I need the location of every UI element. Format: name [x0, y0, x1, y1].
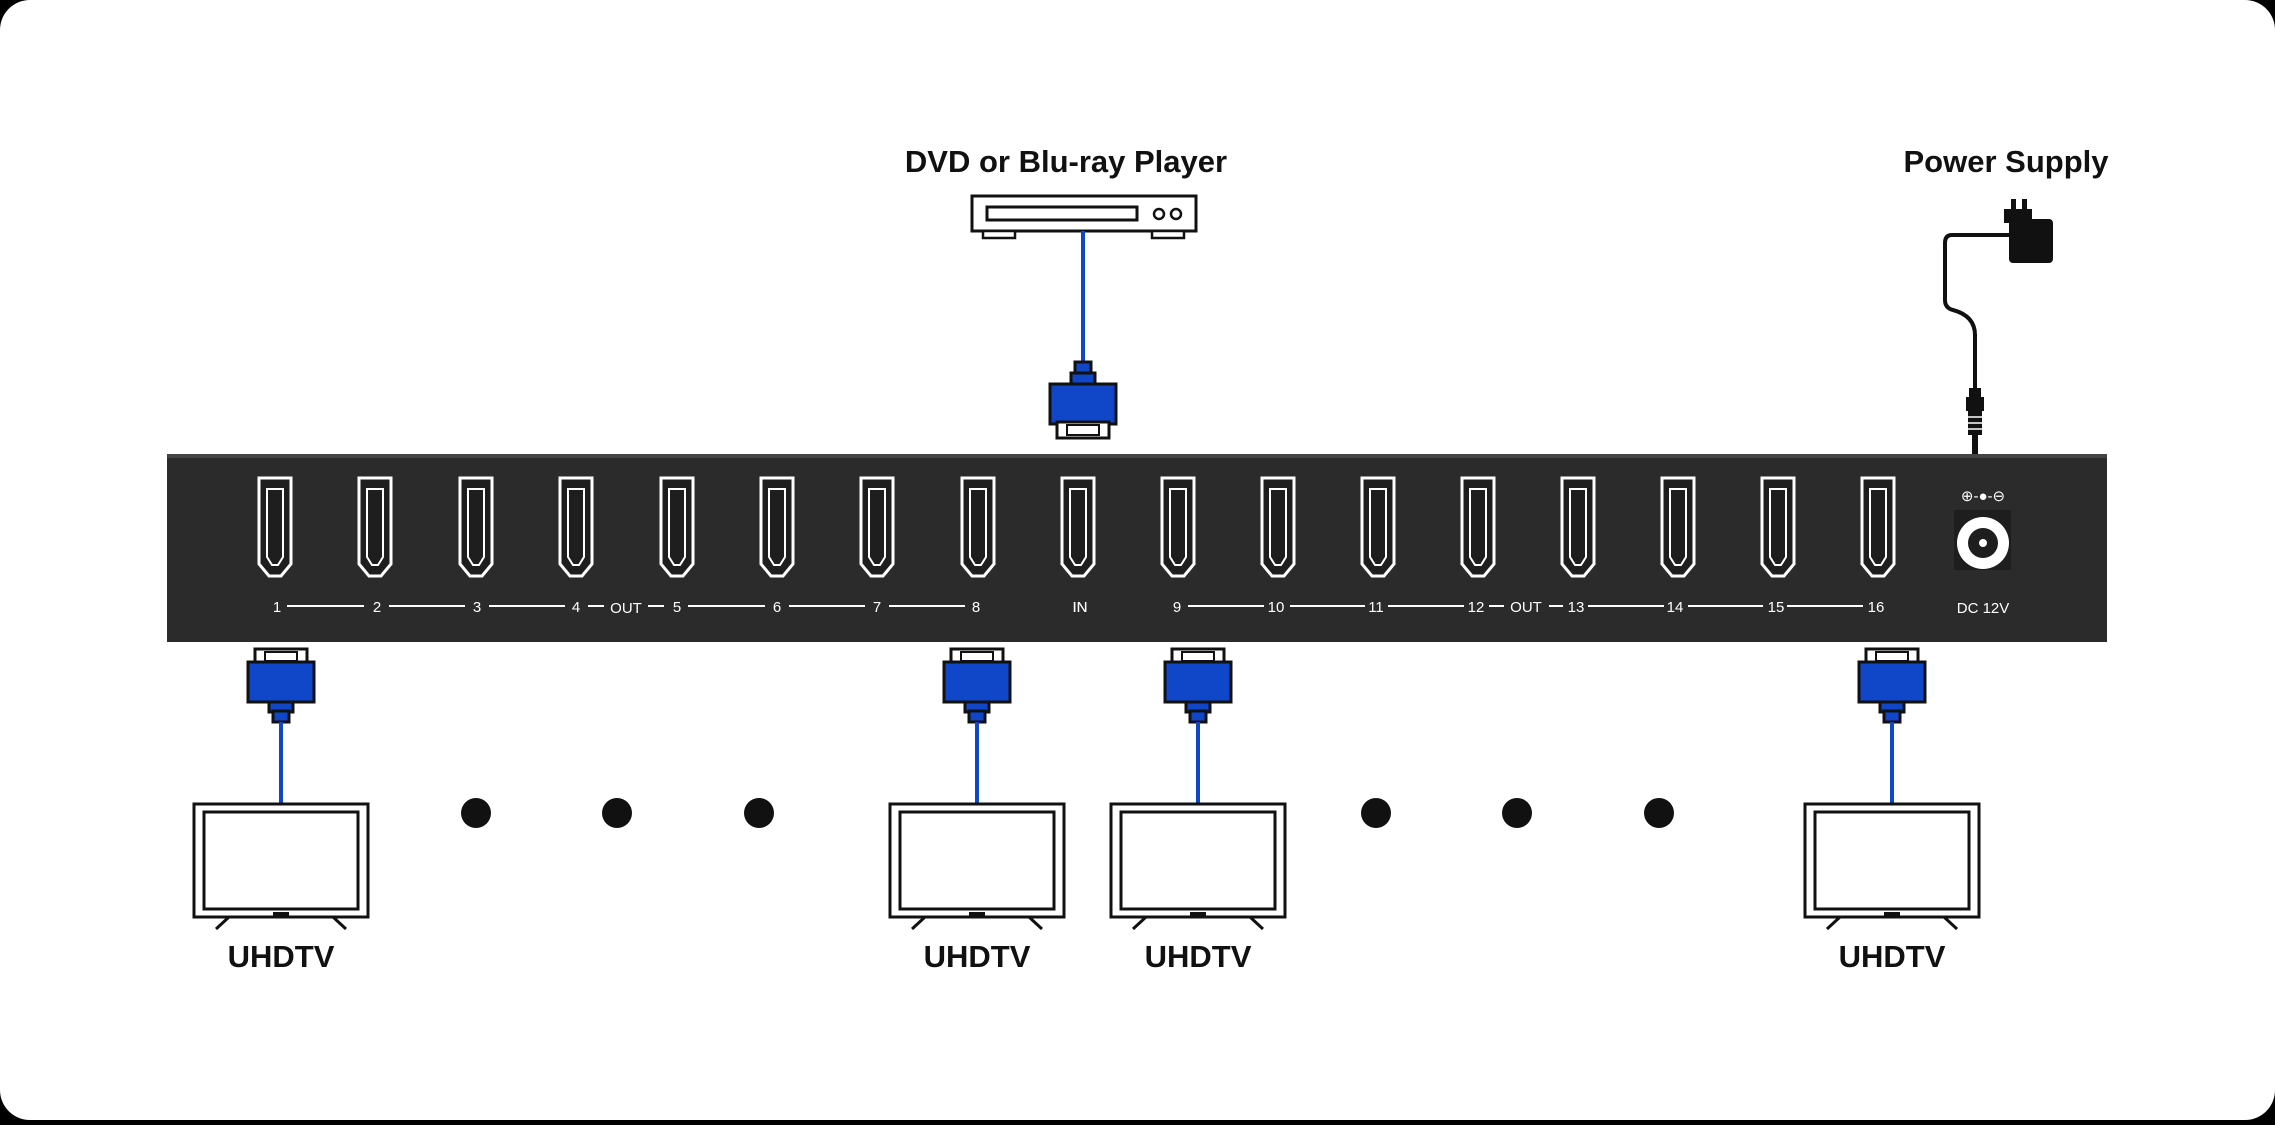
- tv-icon: [888, 802, 1066, 931]
- port-label: 9: [1173, 599, 1181, 616]
- hdmi-port-4: 4: [558, 476, 594, 616]
- port-label: 10: [1268, 599, 1285, 616]
- tv-icon: [1803, 802, 1981, 931]
- splitter-panel: [167, 454, 2107, 642]
- ellipsis-dots-right: [1361, 798, 1674, 828]
- hdmi-port-11: 11: [1360, 476, 1396, 616]
- tv-label: UHDTV: [924, 939, 1031, 974]
- hdmi-port-in: IN: [1060, 476, 1096, 616]
- dc-polarity-symbol: ⊕-●-⊖: [1961, 488, 2005, 505]
- output-branch: UHDTV: [1109, 647, 1287, 974]
- source-label: DVD or Blu-ray Player: [905, 144, 1227, 179]
- dvd-player-icon: [970, 194, 1198, 240]
- port-label: 7: [873, 599, 881, 616]
- port-label: 15: [1768, 599, 1785, 616]
- in-label: IN: [1073, 599, 1088, 616]
- hdmi-port-1: 1: [257, 476, 293, 616]
- port-label: 11: [1368, 599, 1384, 616]
- port-label: 12: [1468, 599, 1485, 616]
- out-label-right: OUT: [1510, 599, 1542, 616]
- hdmi-port-5: 5: [659, 476, 695, 616]
- port-label: 13: [1568, 599, 1585, 616]
- hdmi-port-10: 10: [1260, 476, 1296, 616]
- port-label: 2: [373, 599, 381, 616]
- port-label: 6: [773, 599, 781, 616]
- port-label: 16: [1868, 599, 1885, 616]
- dc-power-jack: ⊕-●-⊖ DC 12V: [1954, 488, 2011, 617]
- hdmi-port-7: 7: [859, 476, 895, 616]
- output-branch: UHDTV: [1803, 647, 1981, 974]
- port-label: 3: [473, 599, 481, 616]
- port-label: 1: [273, 599, 281, 616]
- tv-icon: [192, 802, 370, 931]
- port-label: 8: [972, 599, 980, 616]
- hdmi-port-6: 6: [759, 476, 795, 616]
- tv-label: UHDTV: [228, 939, 335, 974]
- output-branch: UHDTV: [192, 647, 370, 974]
- power-supply-label: Power Supply: [1904, 144, 2110, 179]
- dc-label: DC 12V: [1957, 600, 2010, 617]
- port-label: 5: [673, 599, 681, 616]
- splitter-panel-top-edge: [167, 454, 2107, 458]
- out-label-left: OUT: [610, 600, 642, 617]
- hdmi-port-3: 3: [458, 476, 494, 616]
- port-label: 14: [1667, 599, 1684, 616]
- hdmi-port-14: 14: [1660, 476, 1696, 616]
- output-branch: UHDTV: [888, 647, 1066, 974]
- hdmi-port-12: 12: [1460, 476, 1496, 616]
- port-label: IN: [1073, 599, 1088, 616]
- hdmi-port-16: 16: [1860, 476, 1896, 616]
- ellipsis-dots-left: [461, 798, 774, 828]
- tv-label: UHDTV: [1839, 939, 1946, 974]
- hdmi-port-13: 13: [1560, 476, 1596, 616]
- port-label: 4: [572, 599, 580, 616]
- output-branches: UHDTV UHDTV UHDTV UHDTV: [192, 647, 1981, 974]
- tv-icon: [1109, 802, 1287, 931]
- hdmi-port-15: 15: [1760, 476, 1796, 616]
- tv-label: UHDTV: [1145, 939, 1252, 974]
- hdmi-port-8: 8: [960, 476, 996, 616]
- hdmi-port-9: 9: [1160, 476, 1196, 616]
- hdmi-port-2: 2: [357, 476, 393, 616]
- power-adapter-icon: [1943, 199, 2053, 456]
